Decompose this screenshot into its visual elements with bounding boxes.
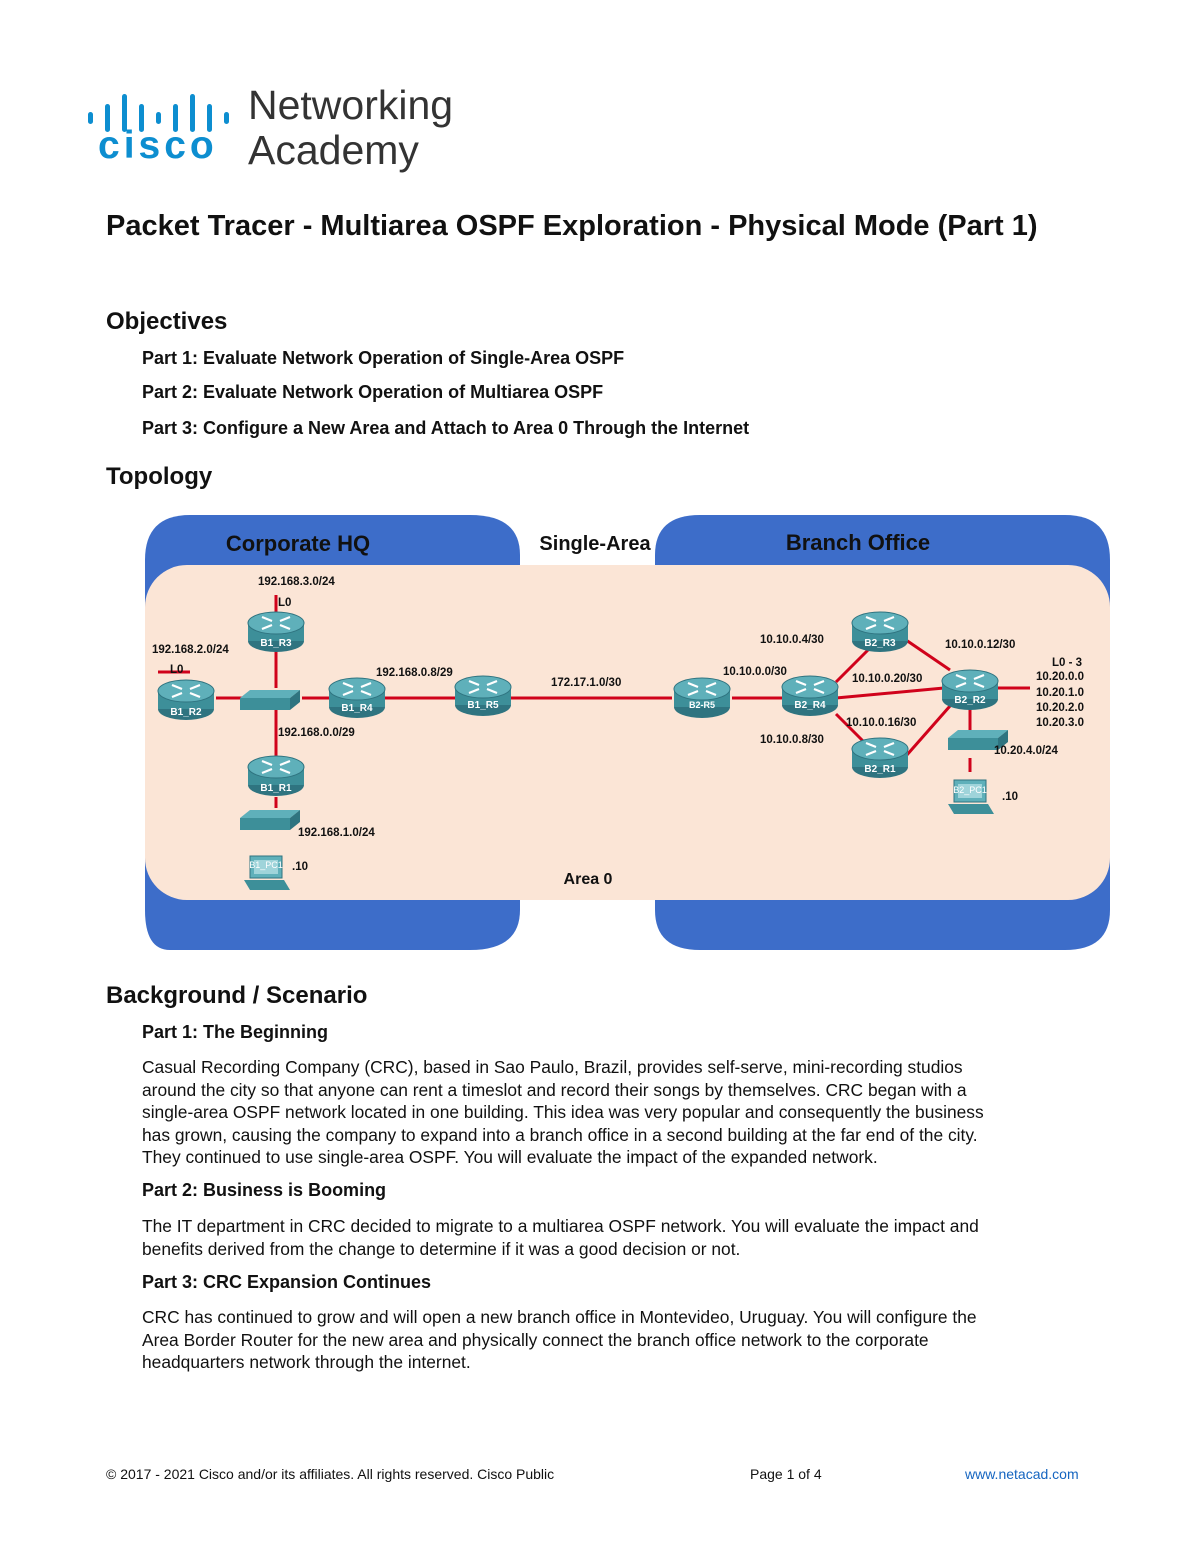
net-label: 10.20.4.0/24 <box>994 745 1059 757</box>
objective-item: Part 3: Configure a New Area and Attach … <box>142 418 750 438</box>
part3-line: headquarters network through the interne… <box>142 1352 471 1372</box>
background-heading: Background / Scenario <box>106 982 368 1009</box>
router-b1-r4: B1_R4 <box>341 703 373 714</box>
part2-line: The IT department in CRC decided to migr… <box>142 1216 979 1236</box>
document-title: Packet Tracer - Multiarea OSPF Explorati… <box>106 210 1038 242</box>
router-b2-r5: B2-R5 <box>689 700 715 710</box>
topology-heading: Topology <box>106 463 213 490</box>
net-label: 192.168.2.0/24 <box>152 644 229 656</box>
net-label: 10.10.0.16/30 <box>846 717 916 729</box>
topology-diagram: Corporate HQ Single-Area Branch Office A… <box>140 510 1115 955</box>
net-label: 172.17.1.0/30 <box>551 677 621 689</box>
net-label: L0 <box>170 664 183 676</box>
router-b1-r2: B1_R2 <box>170 707 202 718</box>
net-label: 192.168.0.0/29 <box>278 727 355 739</box>
net-label: L0 <box>278 597 291 609</box>
net-label: 10.10.0.8/30 <box>760 734 824 746</box>
part1-line: has grown, causing the company to expand… <box>142 1125 978 1145</box>
router-b2-r1: B2_R1 <box>864 764 896 775</box>
single-area-label: Single-Area <box>539 533 651 555</box>
net-label: 10.20.0.0 <box>1036 671 1084 683</box>
part3-title: Part 3: CRC Expansion Continues <box>142 1272 432 1292</box>
objectives-heading: Objectives <box>106 308 228 335</box>
net-label: 192.168.3.0/24 <box>258 576 335 588</box>
router-icon <box>672 676 732 720</box>
part1-line: Casual Recording Company (CRC), based in… <box>142 1057 963 1077</box>
router-b1-r1: B1_R1 <box>260 783 292 794</box>
footer-url-link[interactable]: www.netacad.com <box>965 1466 1079 1482</box>
net-label: .10 <box>292 861 308 873</box>
net-label: 10.10.0.4/30 <box>760 634 824 646</box>
part2-line: benefits derived from the change to dete… <box>142 1239 741 1259</box>
cisco-wordmark: cisco <box>98 124 218 167</box>
part3-line: Area Border Router for the new area and … <box>142 1330 929 1350</box>
part1-line: single-area OSPF network located in one … <box>142 1102 984 1122</box>
net-label: 10.10.0.12/30 <box>945 639 1015 651</box>
router-b2-r4: B2_R4 <box>794 700 826 711</box>
net-label: 192.168.0.8/29 <box>376 667 453 679</box>
branch-office-label: Branch Office <box>786 530 930 555</box>
objective-item: Part 2: Evaluate Network Operation of Mu… <box>142 382 604 402</box>
net-label: L0 - 3 <box>1052 657 1082 669</box>
switch-icon <box>240 810 300 830</box>
net-label: 192.168.1.0/24 <box>298 827 375 839</box>
footer-copyright: © 2017 - 2021 Cisco and/or its affiliate… <box>106 1466 555 1482</box>
part3-line: CRC has continued to grow and will open … <box>142 1307 977 1327</box>
corporate-hq-label: Corporate HQ <box>226 531 370 556</box>
router-b2-r3: B2_R3 <box>864 638 896 649</box>
cisco-bars-logo-icon <box>88 94 229 132</box>
part1-title: Part 1: The Beginning <box>142 1022 329 1042</box>
logo-networking: Networking <box>248 82 454 128</box>
net-label: .10 <box>1002 791 1018 803</box>
part1-line: They continued to use single-area OSPF. … <box>142 1147 878 1167</box>
part1-line: around the city so that anyone can rent … <box>142 1080 967 1100</box>
net-label: 10.10.0.0/30 <box>723 666 787 678</box>
objective-item: Part 1: Evaluate Network Operation of Si… <box>142 348 625 368</box>
area-0-label: Area 0 <box>564 871 613 888</box>
part2-title: Part 2: Business is Booming <box>142 1180 387 1200</box>
net-label: 10.10.0.20/30 <box>852 673 922 685</box>
router-b1-r5: B1_R5 <box>467 700 499 711</box>
net-label: 10.20.2.0 <box>1036 702 1084 714</box>
router-b2-r2: B2_R2 <box>954 695 986 706</box>
footer-page-number: Page 1 of 4 <box>750 1466 822 1482</box>
logo-academy: Academy <box>248 127 419 173</box>
pc-b2-pc1: B2_PC1 <box>953 785 987 795</box>
switch-icon <box>240 690 300 710</box>
net-label: 10.20.3.0 <box>1036 717 1084 729</box>
router-b1-r3: B1_R3 <box>260 638 292 649</box>
net-label: 10.20.1.0 <box>1036 687 1084 699</box>
pc-b1-pc1: B1_PC1 <box>249 860 283 870</box>
